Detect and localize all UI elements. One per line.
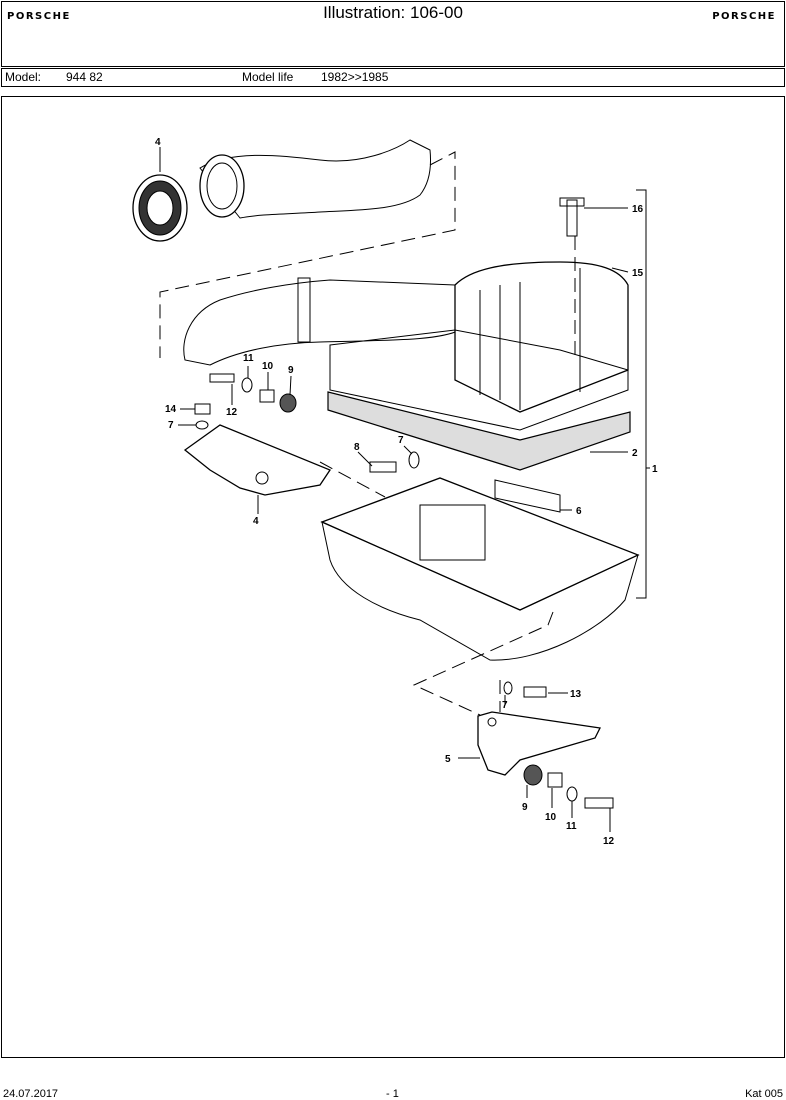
callout-6: 6 — [576, 506, 582, 517]
grommet-part-3 — [132, 174, 188, 242]
callout-8: 8 — [354, 442, 360, 453]
drawing: 4 16 15 2 1 6 11 10 9 12 14 7 4 8 7 7 13… — [132, 137, 658, 847]
model-life-label: Model life — [242, 70, 294, 84]
footer-catalog: Kat 005 — [745, 1088, 783, 1100]
model-life-value: 1982>>1985 — [321, 70, 389, 84]
footer-date: 24.07.2017 — [3, 1088, 59, 1100]
callout-7-a: 7 — [168, 420, 174, 431]
callout-12-b: 12 — [603, 836, 615, 847]
callout-11-a: 11 — [243, 353, 254, 364]
porsche-logo-right: PORSCHE — [712, 11, 776, 22]
callout-14: 14 — [165, 404, 177, 415]
model-bar: Model: 944 82 Model life 1982>>1985 — [1, 68, 785, 87]
callout-10-b: 10 — [545, 812, 557, 823]
porsche-logo-left: PORSCHE — [7, 11, 71, 22]
bracket-part-4 — [183, 424, 331, 496]
callout-5: 5 — [445, 754, 451, 765]
model-label: Model: — [5, 70, 42, 84]
callout-13: 13 — [570, 689, 582, 700]
callout-12-a: 12 — [226, 407, 238, 418]
intake-hose-lower — [183, 277, 468, 366]
callout-9-a: 9 — [288, 365, 294, 376]
illustration-frame — [1, 96, 785, 1058]
footer-page-number: - 1 — [386, 1088, 399, 1100]
air-cleaner-upper-housing — [329, 261, 629, 431]
callout-16: 16 — [632, 204, 644, 215]
air-cleaner-lower-housing — [320, 477, 640, 661]
callout-15: 15 — [632, 268, 644, 279]
header: PORSCHE Illustration: 106-00 PORSCHE — [1, 1, 785, 67]
callout-10-a: 10 — [262, 361, 274, 372]
callout-7-c: 7 — [502, 700, 508, 711]
fasteners — [194, 197, 614, 809]
leader-lines — [159, 147, 650, 832]
model-value: 944 82 — [66, 70, 103, 84]
callout-1: 1 — [652, 464, 658, 475]
callout-11-b: 11 — [566, 821, 577, 832]
callout-labels: 4 16 15 2 1 6 11 10 9 12 14 7 4 8 7 7 13… — [155, 137, 658, 847]
intake-hose-upper — [199, 139, 431, 219]
callout-7-b: 7 — [398, 435, 404, 446]
callout-9-b: 9 — [522, 802, 528, 813]
callout-4: 4 — [253, 516, 259, 527]
bracket-part-5 — [477, 711, 601, 776]
page-title: Illustration: 106-00 — [323, 3, 463, 22]
filter-element-part-2 — [327, 391, 631, 471]
callout-2: 2 — [632, 448, 638, 459]
callout-3: 4 — [155, 137, 161, 148]
